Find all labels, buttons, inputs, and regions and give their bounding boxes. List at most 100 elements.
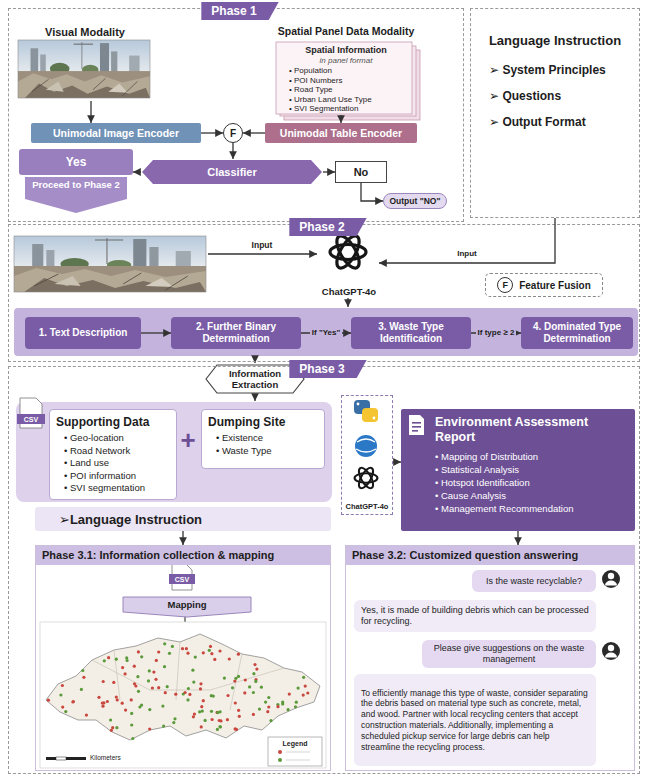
output-pill: Output "NO" <box>383 193 447 209</box>
node-text: Spatial Information <box>263 45 429 56</box>
node-title: Phase 3.1: Information collection & mapp… <box>36 546 330 565</box>
node-text: ➢ Output Format <box>489 114 586 130</box>
data-box: Supporting Data • Geo-location• Road Netw… <box>49 409 177 500</box>
legend-title: Legend <box>283 739 308 748</box>
node-title: ChatGPT-4o <box>346 502 389 511</box>
node-text: • Urban Land Use Type <box>263 95 429 105</box>
node-title: Is the waste recyclable? <box>486 576 582 587</box>
node-text: Proceed to Phase 2 <box>20 179 132 190</box>
decision-box: No <box>335 161 387 183</box>
node-title: Unimodal Table Encoder <box>280 127 402 139</box>
image-input: Visual Modality <box>19 25 151 101</box>
encoder-box: Unimodal Table Encoder <box>265 123 417 143</box>
edge-label: If "Yes" <box>310 328 343 338</box>
connector-arrow <box>517 531 518 545</box>
answer-bubble: Yes, it is made of building debris which… <box>354 600 596 632</box>
node-title: 2. Further Binary Determination <box>171 321 301 345</box>
file-icon-label: CSV <box>175 575 189 584</box>
fusion-circle: F <box>223 123 243 143</box>
phase-region: Phase 1Visual ModalitySpatial Panel Data… <box>8 8 464 222</box>
step-box: 2. Further Binary Determination <box>171 317 301 349</box>
node-title: 1. Text Description <box>35 327 132 339</box>
connector-arrow <box>393 461 401 462</box>
connector-arrow <box>323 171 335 172</box>
mapping-banner: Mapping <box>122 596 252 618</box>
node-text: • SVI segmentation <box>56 482 145 495</box>
node-title: Unimodal Image Encoder <box>53 127 179 139</box>
step-box: 3. Waste Type Identification <box>351 317 471 349</box>
node-text: • POI Numbers <box>263 76 429 86</box>
edge-label: Input <box>455 249 479 259</box>
arrow-label: Input <box>252 240 273 250</box>
connector-arrow <box>133 171 141 172</box>
data-box: Dumping Site • Existence• Waste Type <box>201 409 325 469</box>
encoder-box: Unimodal Image Encoder <box>31 123 201 143</box>
proceed-arrow: YesProceed to Phase 2 <box>19 149 133 213</box>
node-text: • Population <box>263 66 429 76</box>
node-title: Phase 1 <box>201 2 278 20</box>
node-text: ➢ System Principles <box>489 62 606 78</box>
step-box: 1. Text Description <box>25 317 141 349</box>
node-text: in panel format <box>263 56 429 66</box>
connector-arrow <box>182 531 183 545</box>
node-title: Yes, it is made of building debris which… <box>361 605 589 628</box>
node-text: • Statistical Analysis <box>435 463 519 476</box>
plus-sign: + <box>180 427 195 453</box>
node-text: • Road Type <box>263 85 429 95</box>
edge-label: If type ≥ 2 <box>476 328 517 338</box>
connector-arrow <box>243 132 265 133</box>
node-text: • Land use <box>56 457 109 470</box>
node-text: • Mapping of Distribution <box>435 450 538 463</box>
panel-data-card: Spatial Panel Data ModalitySpatial Infor… <box>263 25 429 115</box>
connector-arrow <box>340 115 341 123</box>
legend-box: FFeature Fusion <box>485 273 603 297</box>
node-text: • Hotspot Identification <box>435 476 530 489</box>
scale-label: Kilometers <box>90 754 121 762</box>
question-bubble: Is the waste recyclable? <box>472 570 596 592</box>
node-title: Output "NO" <box>389 196 440 206</box>
node-title: Yes <box>66 149 87 175</box>
node-title: ChatGPT-4o <box>322 286 376 297</box>
node-text: • SVI Segmentation <box>263 104 429 114</box>
node-text: ➢ Questions <box>489 88 561 104</box>
connector-arrow <box>141 332 171 333</box>
connector-arrow <box>361 183 383 201</box>
node-title: To efficiently manage this type of waste… <box>361 688 589 753</box>
node-title: Please give suggestions on the waste man… <box>428 643 590 665</box>
answer-bubble: To efficiently manage this type of waste… <box>354 674 596 766</box>
node-text: • Geo-location <box>56 432 124 445</box>
node-title: Phase 2 <box>289 218 366 236</box>
sub-panel: Phase 3.2: Customized question answering… <box>345 545 635 771</box>
report-box: Environment Assessment Report • Mapping o… <box>401 409 635 531</box>
node-title: Dumping Site <box>208 414 285 430</box>
node-title: F <box>497 277 513 293</box>
step-box: 4. Dominated Type Determination <box>521 317 633 349</box>
model-node: ChatGPT-4o <box>319 229 379 297</box>
node-title: Supporting Data <box>56 414 149 430</box>
node-title: Language Instruction <box>489 33 621 48</box>
node-title: Classifier <box>207 166 257 178</box>
node-title: No <box>354 166 369 178</box>
connector-arrow <box>90 101 91 123</box>
node-text: • Road Network <box>56 445 130 458</box>
node-title: 4. Dominated Type Determination <box>521 321 633 345</box>
phase-region: Phase 3Supporting Data• Geo-location• Ro… <box>8 366 640 774</box>
node-title: Phase 3.2: Customized question answering <box>346 546 634 565</box>
tools-box: ChatGPT-4o <box>341 395 393 515</box>
node-text: • Waste Type <box>208 445 272 458</box>
node-text: • Existence <box>208 432 263 445</box>
node-title: Visual Modality <box>45 25 125 39</box>
node-text: • Management Recommendation <box>435 502 574 515</box>
node-title: Mapping <box>167 599 206 610</box>
file-icon-label: CSV <box>24 415 38 424</box>
node-title: Environment Assessment Report <box>435 415 627 445</box>
node-title: 3. Waste Type Identification <box>351 321 471 345</box>
decision-hexagon: Classifier <box>141 159 323 185</box>
instruction-band: ➢Language Instruction <box>35 507 331 531</box>
node-title: F <box>230 128 236 139</box>
node-title: ➢Language Instruction <box>59 512 202 527</box>
connector-arrow <box>232 143 233 159</box>
instruction-box: Language Instruction ➢ System Principles ➢… <box>470 8 640 218</box>
